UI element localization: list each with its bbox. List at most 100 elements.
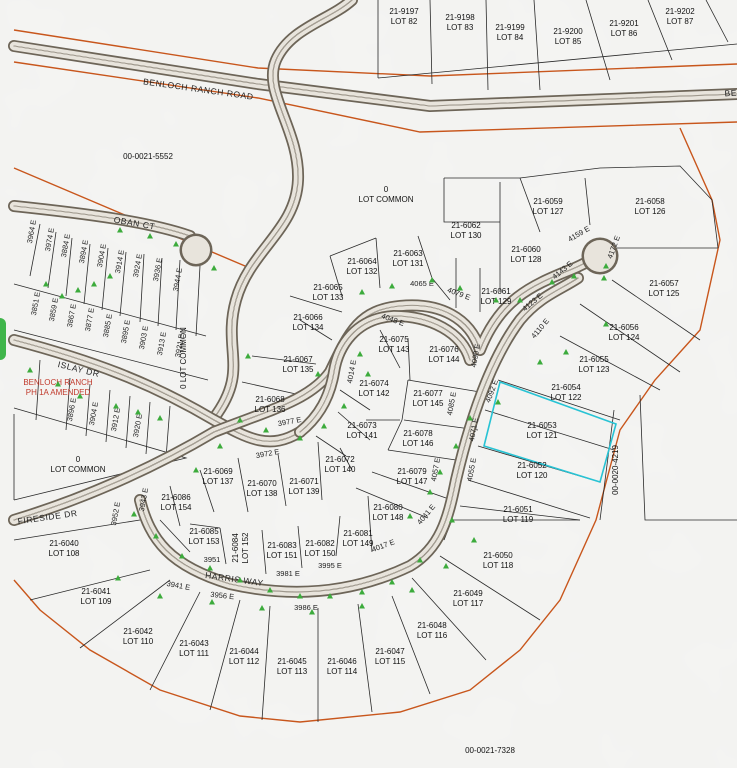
address-marker[interactable] (537, 359, 543, 365)
address-marker[interactable] (407, 513, 413, 519)
address-marker[interactable] (193, 467, 199, 473)
address-marker[interactable] (309, 609, 315, 615)
address-marker[interactable] (179, 553, 185, 559)
address-marker[interactable] (457, 285, 463, 291)
address-marker[interactable] (91, 281, 97, 287)
address-marker[interactable] (359, 289, 365, 295)
address-marker[interactable] (117, 227, 123, 233)
address-marker[interactable] (471, 537, 477, 543)
address-marker[interactable] (327, 593, 333, 599)
address-marker[interactable] (43, 281, 49, 287)
address-marker[interactable] (517, 297, 523, 303)
address-marker[interactable] (359, 589, 365, 595)
address-marker[interactable] (493, 297, 499, 303)
address-marker[interactable] (113, 403, 119, 409)
highlighted-lot-outline[interactable] (483, 380, 617, 484)
address-marker[interactable] (135, 409, 141, 415)
address-marker[interactable] (211, 265, 217, 271)
address-marker[interactable] (173, 241, 179, 247)
address-marker[interactable] (259, 605, 265, 611)
address-marker[interactable] (27, 367, 33, 373)
address-marker[interactable] (107, 273, 113, 279)
address-marker[interactable] (115, 575, 121, 581)
address-marker[interactable] (263, 427, 269, 433)
address-marker[interactable] (55, 381, 61, 387)
address-marker[interactable] (427, 489, 433, 495)
address-marker[interactable] (453, 443, 459, 449)
address-marker[interactable] (153, 533, 159, 539)
address-marker[interactable] (443, 563, 449, 569)
address-marker[interactable] (409, 587, 415, 593)
address-marker[interactable] (267, 587, 273, 593)
address-marker[interactable] (77, 393, 83, 399)
address-marker[interactable] (437, 469, 443, 475)
address-marker[interactable] (365, 371, 371, 377)
address-marker[interactable] (357, 351, 363, 357)
address-marker[interactable] (417, 557, 423, 563)
address-marker[interactable] (297, 593, 303, 599)
address-marker[interactable] (131, 511, 137, 517)
address-marker[interactable] (495, 399, 501, 405)
address-marker[interactable] (315, 371, 321, 377)
address-marker[interactable] (571, 273, 577, 279)
address-marker[interactable] (237, 577, 243, 583)
address-marker[interactable] (449, 517, 455, 523)
address-marker[interactable] (209, 599, 215, 605)
address-marker[interactable] (549, 279, 555, 285)
address-marker[interactable] (601, 275, 607, 281)
address-marker[interactable] (341, 403, 347, 409)
address-marker[interactable] (147, 233, 153, 239)
address-marker[interactable] (389, 283, 395, 289)
address-marker[interactable] (429, 277, 435, 283)
address-marker[interactable] (603, 263, 609, 269)
address-marker[interactable] (389, 579, 395, 585)
address-marker[interactable] (603, 321, 609, 327)
side-panel-toggle[interactable] (0, 318, 6, 360)
address-marker[interactable] (245, 353, 251, 359)
address-marker[interactable] (157, 593, 163, 599)
address-marker[interactable] (321, 423, 327, 429)
